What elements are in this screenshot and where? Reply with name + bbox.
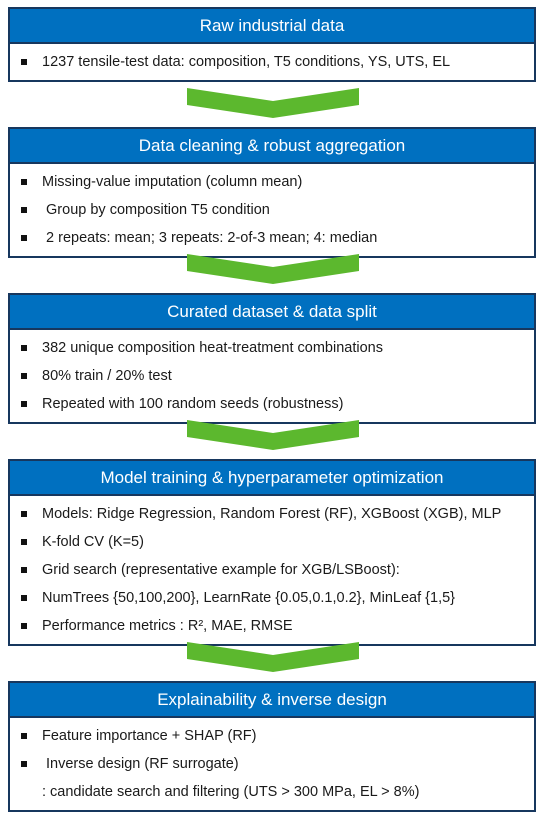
- square-bullet-icon: [21, 511, 27, 517]
- stage-item: 80% train / 20% test: [10, 362, 534, 390]
- stage-item: 1237 tensile-test data: composition, T5 …: [10, 48, 534, 76]
- square-bullet-icon: [21, 235, 27, 241]
- square-bullet-icon: [21, 595, 27, 601]
- square-bullet-icon: [21, 373, 27, 379]
- stage-block-1: Raw industrial data 1237 tensile-test dat…: [8, 7, 536, 82]
- square-bullet-icon: [21, 761, 27, 767]
- stage-item-text: K-fold CV (K=5): [42, 534, 144, 550]
- square-bullet-icon: [21, 207, 27, 213]
- square-bullet-icon: [21, 401, 27, 407]
- square-bullet-icon: [21, 567, 27, 573]
- stage-item: K-fold CV (K=5): [10, 528, 534, 556]
- stage-item-list: Models: Ridge Regression, Random Forest …: [10, 496, 534, 644]
- stage-block-4: Model training & hyperparameter optimiza…: [8, 459, 536, 646]
- square-bullet-icon: [21, 179, 27, 185]
- stage-item-text: Models: Ridge Regression, Random Forest …: [42, 506, 502, 522]
- stage-item-text: Inverse design (RF surrogate): [42, 756, 239, 772]
- stage-item: Repeated with 100 random seeds (robustne…: [10, 390, 534, 418]
- down-arrow-icon: [187, 88, 359, 118]
- square-bullet-icon: [21, 623, 27, 629]
- square-bullet-icon: [21, 345, 27, 351]
- stage-item-text: Group by composition T5 condition: [42, 202, 270, 218]
- stage-item: Feature importance + SHAP (RF): [10, 722, 534, 750]
- stage-item-list: Missing-value imputation (column mean) G…: [10, 164, 534, 256]
- stage-item-list: Feature importance + SHAP (RF) Inverse d…: [10, 718, 534, 810]
- square-bullet-icon: [21, 59, 27, 65]
- stage-item-text: Feature importance + SHAP (RF): [42, 728, 257, 744]
- stage-item-text: NumTrees {50,100,200}, LearnRate {0.05,0…: [42, 590, 456, 606]
- stage-item-text: Repeated with 100 random seeds (robustne…: [42, 396, 344, 412]
- stage-item: Missing-value imputation (column mean): [10, 168, 534, 196]
- stage-item: Models: Ridge Regression, Random Forest …: [10, 500, 534, 528]
- stage-item-text: Performance metrics : R², MAE, RMSE: [42, 618, 293, 634]
- stage-item-text: 2 repeats: mean; 3 repeats: 2-of-3 mean;…: [42, 230, 378, 246]
- stage-item: 2 repeats: mean; 3 repeats: 2-of-3 mean;…: [10, 224, 534, 252]
- stage-item: NumTrees {50,100,200}, LearnRate {0.05,0…: [10, 584, 534, 612]
- down-arrow-icon: [187, 254, 359, 284]
- square-bullet-icon: [21, 539, 27, 545]
- stage-item-text: Grid search (representative example for …: [42, 562, 400, 578]
- stage-item-list: 382 unique composition heat-treatment co…: [10, 330, 534, 422]
- down-arrow-icon: [187, 642, 359, 672]
- stage-title: Raw industrial data: [10, 9, 534, 44]
- stage-item-list: 1237 tensile-test data: composition, T5 …: [10, 44, 534, 80]
- down-arrow-icon: [187, 420, 359, 450]
- stage-item: 382 unique composition heat-treatment co…: [10, 334, 534, 362]
- stage-title: Model training & hyperparameter optimiza…: [10, 461, 534, 496]
- stage-item: Performance metrics : R², MAE, RMSE: [10, 612, 534, 640]
- stage-item: Group by composition T5 condition: [10, 196, 534, 224]
- stage-item-text: 382 unique composition heat-treatment co…: [42, 340, 383, 356]
- stage-item-text: 80% train / 20% test: [42, 368, 172, 384]
- stage-item: : candidate search and filtering (UTS > …: [10, 778, 534, 806]
- stage-item-text: Missing-value imputation (column mean): [42, 174, 303, 190]
- square-bullet-icon: [21, 733, 27, 739]
- stage-item-text: 1237 tensile-test data: composition, T5 …: [42, 54, 451, 70]
- stage-title: Curated dataset & data split: [10, 295, 534, 330]
- stage-title: Data cleaning & robust aggregation: [10, 129, 534, 164]
- stage-item: Inverse design (RF surrogate): [10, 750, 534, 778]
- stage-title: Explainability & inverse design: [10, 683, 534, 718]
- stage-item-text: : candidate search and filtering (UTS > …: [42, 784, 420, 800]
- stage-item: Grid search (representative example for …: [10, 556, 534, 584]
- stage-block-3: Curated dataset & data split 382 unique c…: [8, 293, 536, 424]
